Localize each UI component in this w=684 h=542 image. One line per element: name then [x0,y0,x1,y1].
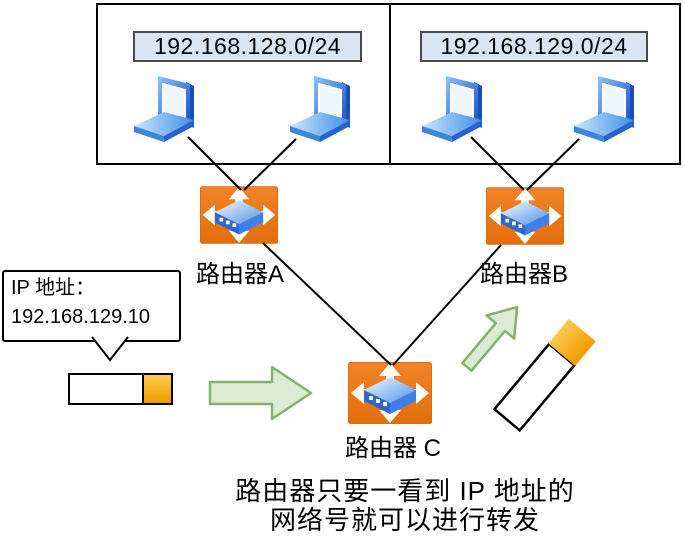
subnet-label-129: 192.168.129.0/24 [420,31,648,62]
link-lines [187,136,580,366]
subnet-label-128: 192.168.128.0/24 [133,31,362,62]
packet-body [492,342,577,433]
router-icon [348,362,432,424]
router-a-label: 路由器A [195,261,284,288]
laptop-icon [574,76,634,142]
router-icon [486,187,564,245]
callout-line1: IP 地址： [11,277,96,299]
ip-address-callout: IP 地址： 192.168.129.10 [2,270,181,342]
router-icon [200,186,278,244]
lan-box-129 [391,3,681,165]
packet-header-segment [142,375,171,403]
caption-line1: 路由器只要一看到 IP 地址的 [235,476,575,506]
router-b-label: 路由器B [479,261,568,288]
packet-icon [68,373,173,405]
callout-line2: 192.168.129.10 [11,306,151,328]
packet-tilted-icon [492,318,596,433]
router-c-label: 路由器 C [345,435,441,462]
laptop-icon [290,76,350,142]
flow-arrow-right-icon [208,365,313,421]
caption-line2: 网络号就可以进行转发 [269,505,540,536]
diagram-caption: 路由器只要一看到 IP 地址的 网络号就可以进行转发 [155,476,655,536]
flow-arrow-upright-icon [461,305,519,372]
laptop-icon [422,76,482,142]
packet-header-segment [548,318,596,366]
laptop-icon [134,76,194,142]
